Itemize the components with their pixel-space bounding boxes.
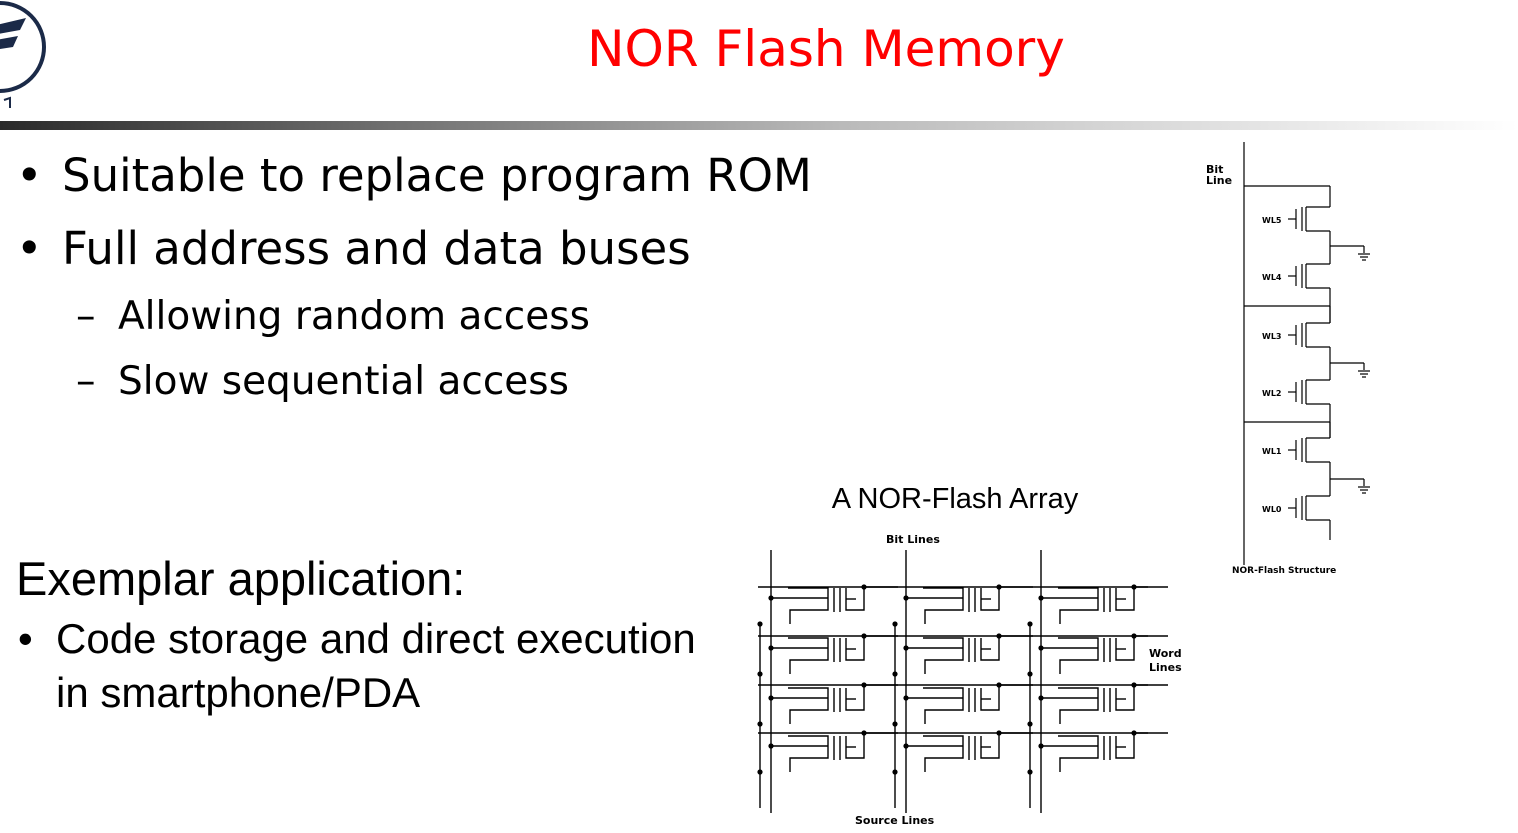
array-caption: A NOR-Flash Array [831, 483, 1079, 515]
bit-lines-label: Bit Lines [886, 533, 940, 546]
bullet-item: Full address and data buses [16, 221, 691, 277]
slide-title: NOR Flash Memory [587, 20, 1065, 78]
nor-flash-array-diagram: Bit Lines Word Lines Source Lines [757, 533, 1182, 827]
word-lines-label: Lines [1149, 661, 1182, 674]
bullet-item: Suitable to replace program ROM [16, 148, 812, 204]
array-junctions [757, 584, 1137, 775]
exemplar-heading: Exemplar application: [16, 552, 466, 605]
cell-label: WL3 [1262, 332, 1282, 341]
sub-bullet-item: Allowing random access [76, 292, 590, 342]
word-lines-label: Word [1149, 647, 1182, 660]
title-divider [0, 121, 1518, 130]
bullet-list: Suitable to replace program ROM Full add… [0, 0, 900, 420]
exemplar-item: Code storage and direct execution in sma… [18, 612, 696, 720]
nor-flash-structure-diagram: Bit Line NOR-Flash Structure WL5WL4WL3WL… [1206, 142, 1370, 576]
source-lines-label: Source Lines [855, 814, 935, 827]
structure-caption: NOR-Flash Structure [1232, 566, 1336, 576]
cell-label: WL4 [1262, 273, 1282, 282]
university-logo [0, 1, 46, 108]
bit-line-label: Bit [1206, 163, 1223, 176]
cell-label: WL0 [1262, 505, 1282, 514]
cell-label: WL2 [1262, 389, 1282, 398]
array-wiring [758, 550, 1168, 813]
sub-bullet-item: Slow sequential access [76, 357, 569, 407]
structure-wiring [1243, 142, 1370, 565]
cell-label: WL5 [1262, 216, 1282, 225]
bit-line-label: Line [1206, 174, 1232, 187]
cell-label: WL1 [1262, 447, 1282, 456]
